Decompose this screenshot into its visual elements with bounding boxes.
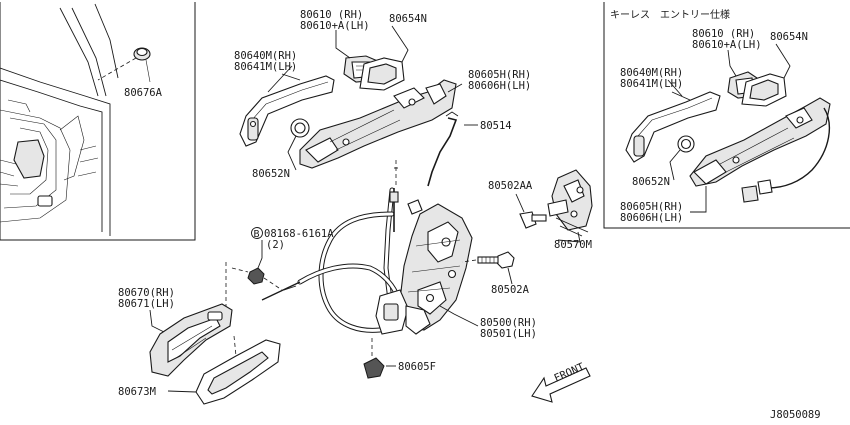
door-panel-illustration <box>0 3 119 236</box>
label-80673m: 80673M <box>118 386 156 398</box>
inset-leader-80640m <box>667 79 683 97</box>
part-80502a-screw <box>461 251 515 285</box>
part-80502aa-screw <box>515 193 547 229</box>
part-80673m-escutcheon <box>195 335 281 405</box>
label-80502a: 80502A <box>491 284 530 296</box>
cable-inside-handle <box>297 263 401 301</box>
label-80514: 80514 <box>480 120 512 132</box>
part-80514-rod: 80514 <box>427 111 512 187</box>
part-80670-inside-handle <box>149 303 233 377</box>
leader-80640m <box>267 65 293 93</box>
inset-label-80606h-lh: 80606H(LH) <box>620 212 683 224</box>
label-80670-rh: 80670(RH) <box>118 287 175 299</box>
label-80652n: 80652N <box>252 168 290 180</box>
label-bolt-code: 08168-6161A <box>264 228 334 240</box>
label-bolt-qty: (2) <box>266 239 285 251</box>
label-80501-lh: 80501(LH) <box>480 328 537 340</box>
part-80640m-outside-handle <box>239 75 335 147</box>
inset-leader-80605h <box>690 186 707 213</box>
label-80610-rh: 80610 (RH) <box>300 9 363 21</box>
label-80606h-lh: 80606H(LH) <box>468 80 531 92</box>
part-80605h-handle-bracket <box>299 79 457 169</box>
diagram-code: J8050089 <box>770 409 821 421</box>
inset-label-80652n: 80652N <box>632 176 670 188</box>
bolt-symbol: B <box>254 229 260 240</box>
part-bolt-08168 <box>225 262 283 316</box>
part-80605f-clip <box>363 336 396 379</box>
label-80640m-rh: 80640M(RH) <box>234 50 297 62</box>
inset-outside-handle <box>625 91 721 163</box>
part-80654n-escutcheon <box>359 57 405 91</box>
door-panel-inset: 80676A <box>0 2 196 241</box>
part-80570m-striker <box>547 169 593 243</box>
inset-label-80610a-lh: 80610+A(LH) <box>692 39 762 51</box>
label-80641m-lh: 80641M(LH) <box>234 61 297 73</box>
inset-title: キーレス エントリー仕様 <box>610 8 730 21</box>
label-80605h-rh: 80605H(RH) <box>468 69 531 81</box>
part-80652n-gasket <box>290 118 310 138</box>
label-80671-lh: 80671(LH) <box>118 298 175 310</box>
part-80676a-grommet <box>97 47 151 83</box>
inset-harness-connector <box>741 107 831 203</box>
part-80500-door-lock-assembly <box>261 187 473 335</box>
label-80654n: 80654N <box>389 13 427 25</box>
inset-label-80640m-rh: 80640M(RH) <box>620 67 683 79</box>
inset-label-80605h-rh: 80605H(RH) <box>620 201 683 213</box>
label-80570m: 80570M <box>554 239 592 251</box>
leader-80673m <box>167 390 197 393</box>
inset-handle-bracket <box>689 97 831 187</box>
front-arrow: FRONT <box>531 361 591 403</box>
inset-label-80641m-lh: 80641M(LH) <box>620 78 683 90</box>
label-80610a-lh: 80610+A(LH) <box>300 20 370 32</box>
inset-label-80610-rh: 80610 (RH) <box>692 28 755 40</box>
inset-gasket <box>669 135 695 181</box>
keyless-entry-inset: キーレス エントリー仕様 80610 (RH) 80610+A(LH) 8065… <box>603 2 850 229</box>
label-80500-rh: 80500(RH) <box>480 317 537 329</box>
inset-label-80654n: 80654N <box>770 31 808 43</box>
keyless-inset-frame <box>603 2 850 229</box>
label-80676a: 80676A <box>124 87 163 99</box>
label-80502aa: 80502AA <box>488 180 533 192</box>
bolt-callout: B 08168-6161A (2) <box>251 227 334 269</box>
outside-handle-group: 80610 (RH) 80610+A(LH) 80654N 80640M(RH)… <box>234 9 531 180</box>
leader-80500 <box>439 305 479 327</box>
door-inset-frame <box>0 2 196 241</box>
label-80605f: 80605F <box>398 361 436 373</box>
leader-80670 <box>149 309 165 333</box>
inset-escutcheon <box>741 43 791 107</box>
